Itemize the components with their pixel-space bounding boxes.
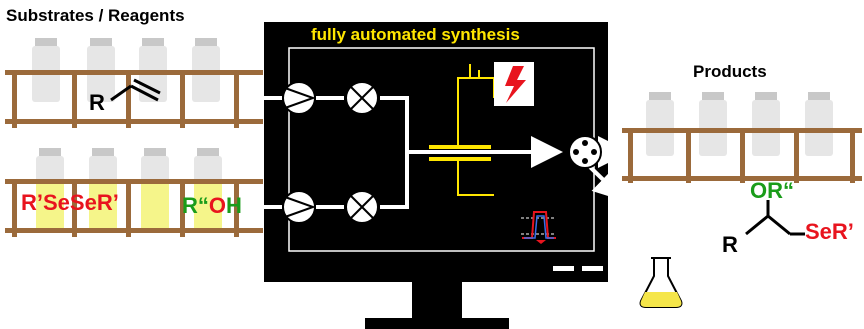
pump-icon xyxy=(282,190,316,224)
vial xyxy=(699,92,727,156)
lightning-icon xyxy=(494,62,534,106)
products-title: Products xyxy=(693,62,767,81)
flow-lines xyxy=(262,96,630,209)
product-structure xyxy=(745,200,805,236)
r-prime: R’ xyxy=(96,190,119,215)
r-double-prime: R“ xyxy=(182,193,209,218)
r-prime: R’ xyxy=(21,190,43,215)
screen-title: fully automated synthesis xyxy=(311,25,520,44)
product-or-label: OR“ xyxy=(750,178,794,203)
flask-icon xyxy=(639,257,683,308)
diselenide-label: R’SeSeR’ xyxy=(21,190,119,216)
pump-icon xyxy=(282,81,316,115)
se: Se xyxy=(805,219,832,244)
monitor-icon xyxy=(264,22,608,329)
vial xyxy=(752,92,780,156)
valve-icon xyxy=(345,190,379,224)
hydrogen: H xyxy=(226,193,242,218)
alkene-structure xyxy=(110,78,161,102)
collector-icon xyxy=(568,135,602,169)
product-rack xyxy=(622,92,862,183)
reagent-rack-bottom xyxy=(5,148,263,237)
product-ser-label: SeR’ xyxy=(805,219,854,245)
alcohol-label: R“OH xyxy=(182,193,242,219)
substrate-rack-top xyxy=(5,38,263,128)
r-prime: R’ xyxy=(831,219,854,244)
oxygen: O xyxy=(208,193,227,218)
valve-icon xyxy=(345,81,379,115)
vial xyxy=(646,92,674,156)
se: Se xyxy=(69,190,97,215)
product-r-label: R xyxy=(722,232,738,257)
chromatogram-icon xyxy=(521,211,556,244)
alkene-r-label: R xyxy=(89,90,105,115)
vial xyxy=(805,92,833,156)
substrates-reagents-title: Substrates / Reagents xyxy=(6,6,185,25)
se: Se xyxy=(43,190,70,215)
